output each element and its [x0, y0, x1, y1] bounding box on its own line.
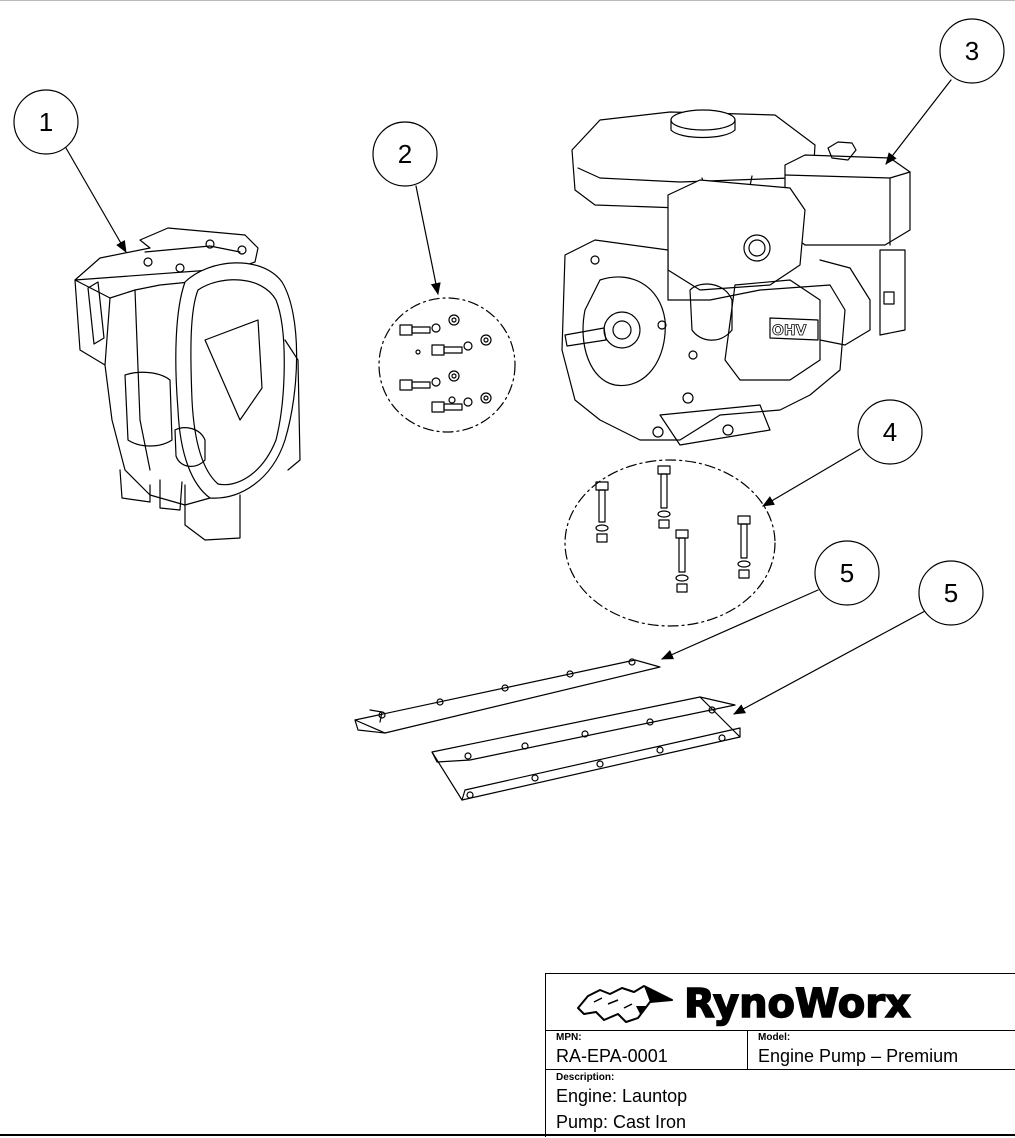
engine-ohv-marking: OHV — [772, 323, 807, 339]
title-block-logo-row: RynoWorx — [546, 974, 1015, 1031]
title-block-row-mpn-model: MPN: RA-EPA-0001 Model: Engine Pump – Pr… — [546, 1030, 1015, 1070]
description-label: Description: — [556, 1072, 615, 1083]
balloon-3: 3 — [939, 18, 1005, 84]
description-line-2: Pump: Cast Iron — [556, 1112, 687, 1132]
mounting-rail-lower — [431, 696, 741, 801]
description-line-1: Engine: Launtop — [556, 1086, 688, 1106]
balloon-4-label: 4 — [883, 417, 897, 447]
balloon-5-lower-rail: 5 — [918, 560, 984, 626]
balloon-4: 4 — [857, 399, 923, 465]
model-label: Model: — [758, 1032, 791, 1043]
model-value: Engine Pump – Premium — [758, 1046, 959, 1066]
rynoworx-wordmark: RynoWorx — [684, 980, 912, 1028]
mpn-value: RA-EPA-0001 — [556, 1046, 668, 1066]
balloon-1-label: 1 — [39, 107, 53, 137]
balloon-3-label: 3 — [965, 36, 979, 66]
leader-lines — [65, 79, 952, 715]
sheet-bottom-border — [0, 1134, 1015, 1136]
logo-text: RynoWorx — [684, 981, 911, 1027]
balloon-5-upper-rail: 5 — [814, 540, 880, 606]
mpn-cell: MPN: RA-EPA-0001 — [546, 1030, 748, 1069]
balloon-5b-label: 5 — [944, 578, 958, 608]
rhino-logo-icon — [577, 985, 673, 1023]
model-cell: Model: Engine Pump – Premium — [748, 1030, 1015, 1069]
title-block-row-description: Description: Engine: Launtop Pump: Cast … — [546, 1070, 1015, 1138]
engine-hardware-kit — [564, 459, 776, 627]
sheet-top-border — [0, 0, 1015, 1]
pump-housing — [74, 227, 301, 541]
balloon-1: 1 — [13, 89, 79, 155]
balloon-2-label: 2 — [398, 139, 412, 169]
mpn-label: MPN: — [556, 1032, 582, 1043]
title-block: RynoWorx MPN: RA-EPA-0001 Model: Engine … — [545, 973, 1015, 1137]
balloon-2: 2 — [372, 121, 438, 187]
pump-hardware-kit — [378, 297, 516, 433]
balloon-5a-label: 5 — [840, 558, 854, 588]
engine: OHV — [561, 109, 911, 446]
mounting-rail-upper — [354, 658, 661, 734]
